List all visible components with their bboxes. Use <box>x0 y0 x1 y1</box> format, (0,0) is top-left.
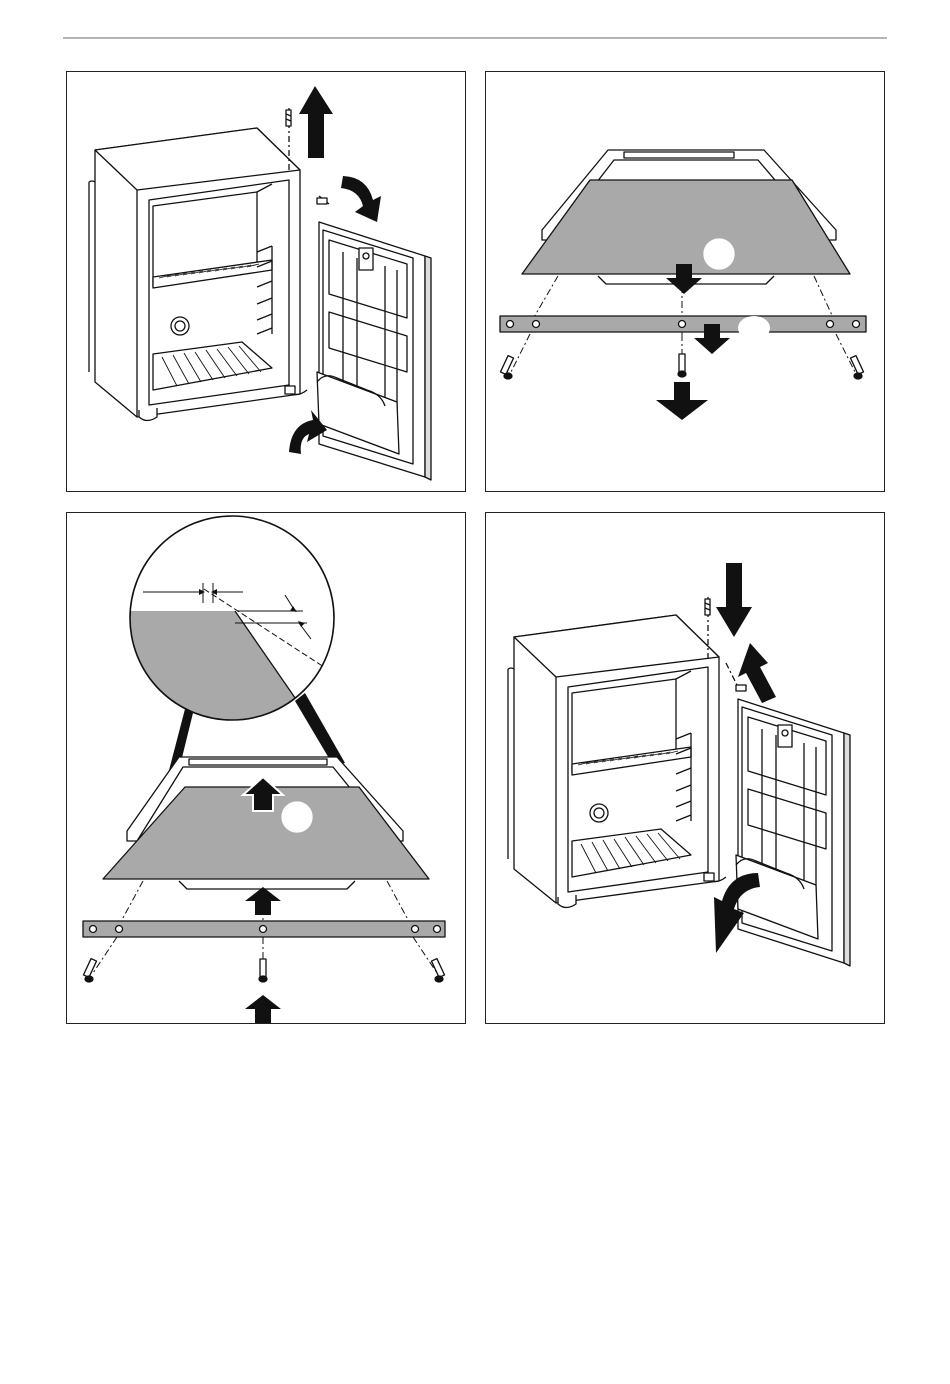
arrow-up-icon <box>245 887 281 915</box>
figure-panel-4 <box>485 512 885 1024</box>
figure-3-drawing <box>67 513 467 1025</box>
screw-icon <box>431 959 444 982</box>
curved-arrow-icon <box>341 176 381 222</box>
fridge-body <box>89 128 307 421</box>
screw-icon <box>678 354 686 377</box>
arrow-up-icon <box>299 86 333 158</box>
figure-1-drawing <box>67 72 467 493</box>
figure-panel-2 <box>485 71 885 492</box>
callout-circle-icon <box>704 239 734 269</box>
magnifier-wedge <box>295 693 345 765</box>
screw-icon <box>850 356 863 379</box>
figure-2-drawing <box>486 72 886 493</box>
fridge-body <box>508 615 726 908</box>
arrow-up-icon <box>738 643 776 703</box>
figure-4-drawing <box>486 513 886 1025</box>
callout-circle-icon <box>282 802 312 832</box>
figure-panel-1 <box>66 71 466 492</box>
fridge-door <box>736 685 850 966</box>
fridge-door <box>317 196 431 480</box>
screw-icon <box>500 356 513 379</box>
callout-circle-icon <box>738 316 770 340</box>
figure-panel-3 <box>66 512 466 1024</box>
arrow-up-icon <box>245 995 281 1023</box>
arrow-down-icon <box>716 563 752 637</box>
detail-circle <box>127 516 347 773</box>
screw-icon <box>259 959 267 982</box>
arrow-down-icon <box>656 382 708 420</box>
header-rule <box>63 37 887 39</box>
